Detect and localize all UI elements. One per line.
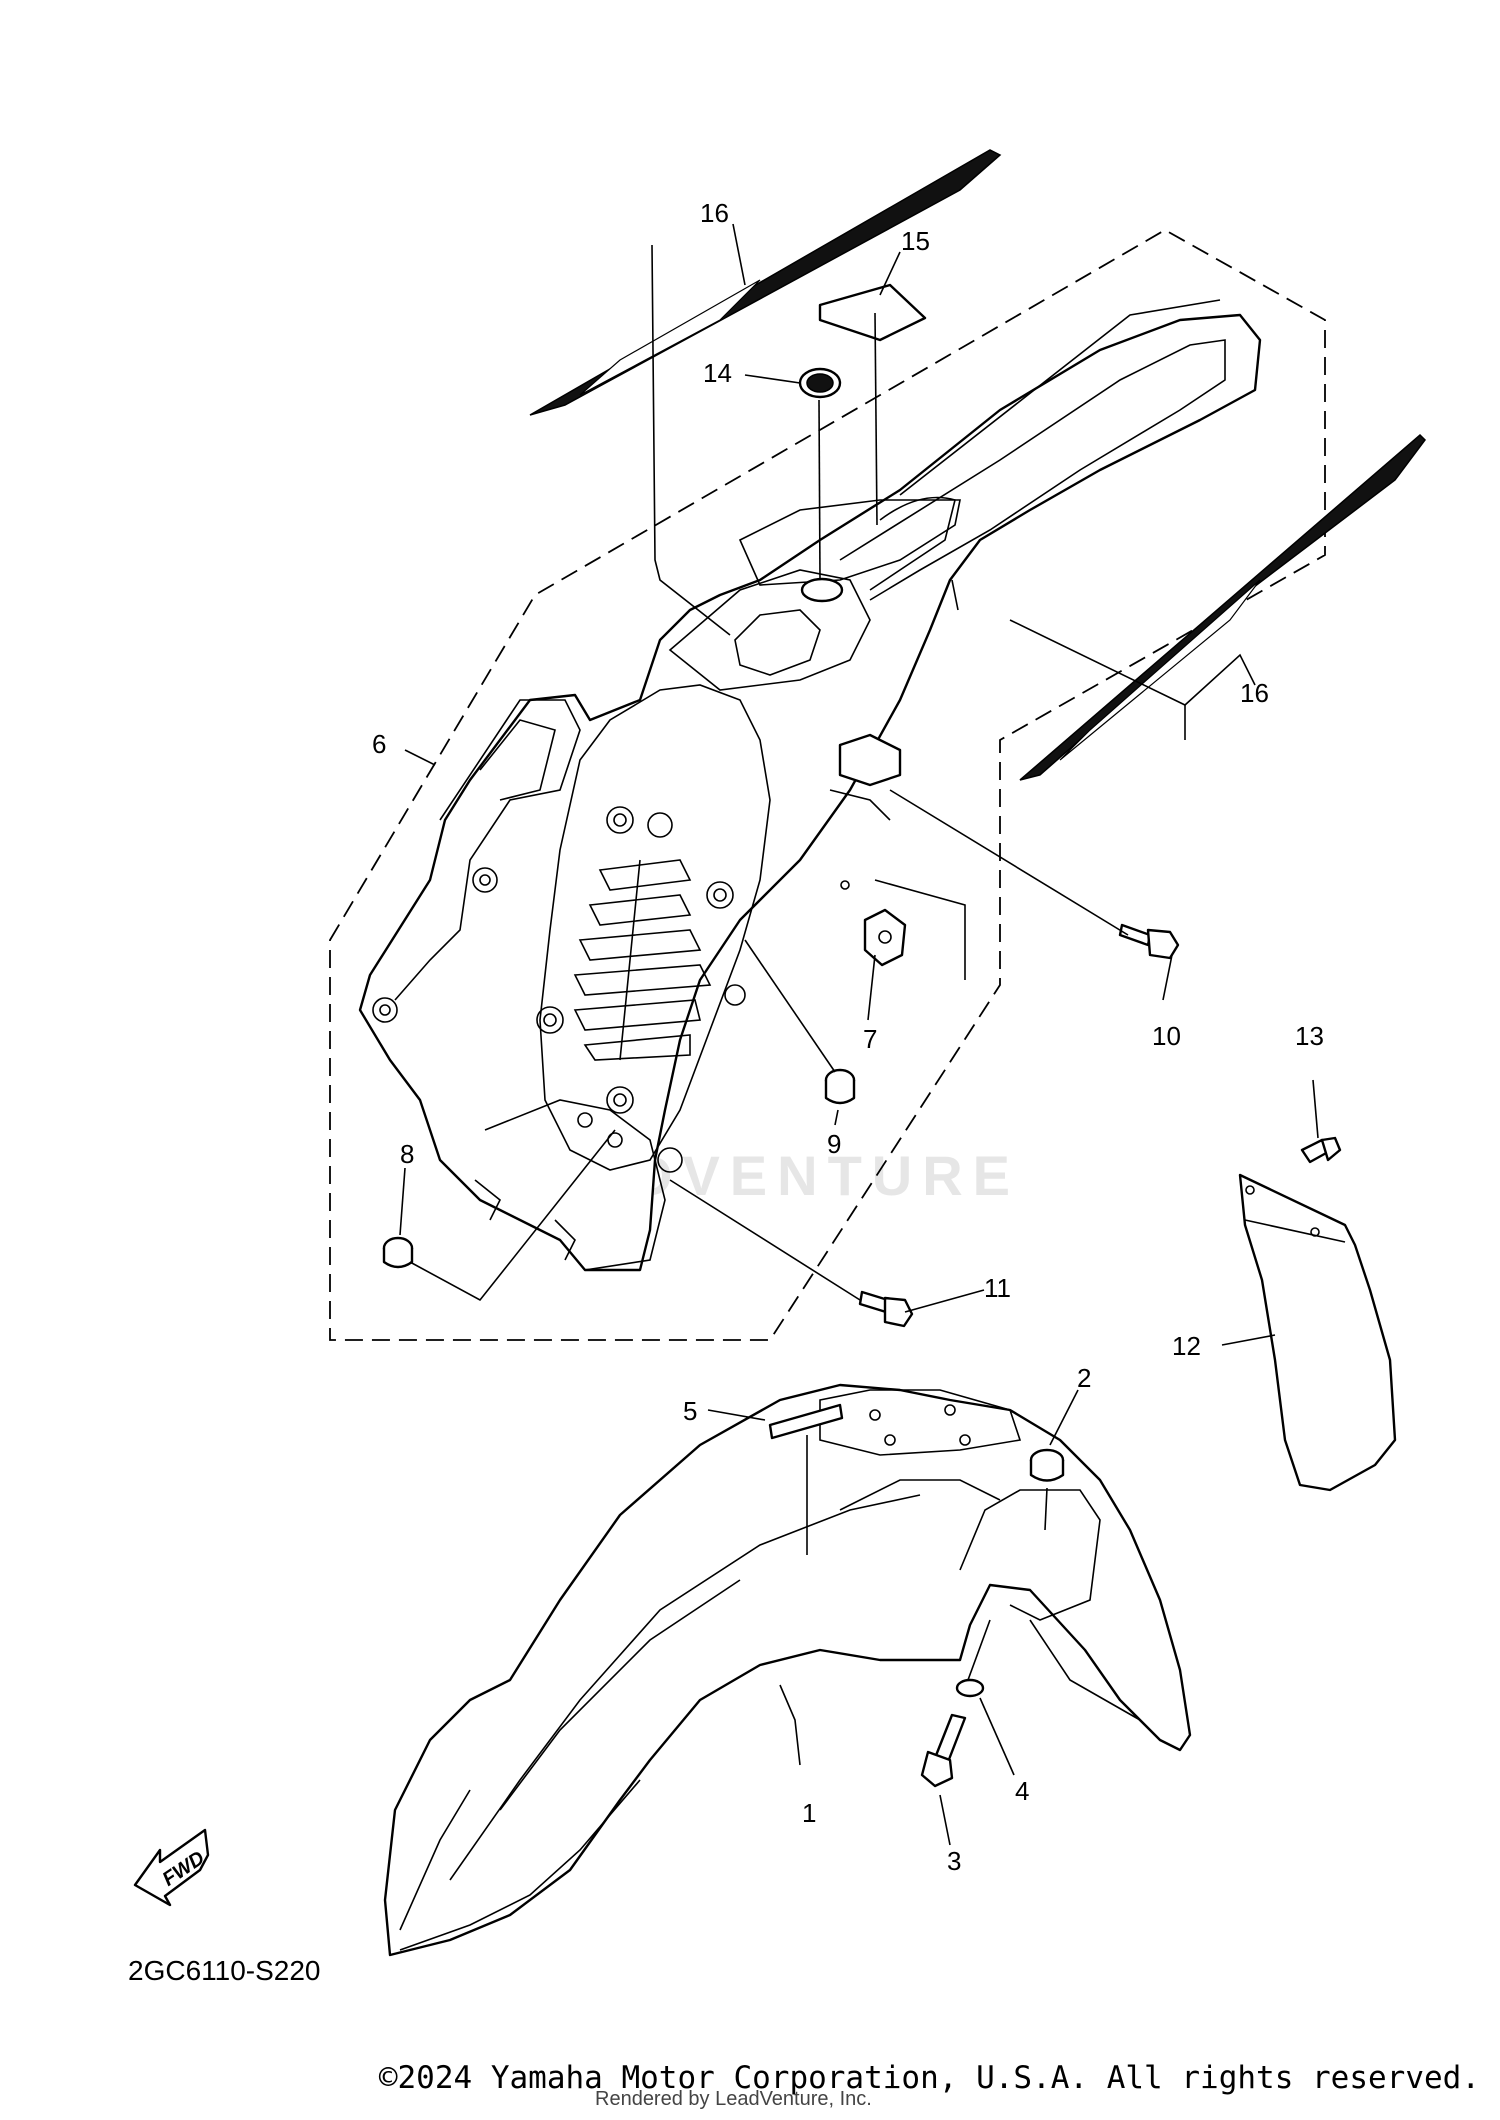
rear-fender [358, 299, 1262, 1272]
callout-1: 1 [802, 1798, 816, 1828]
leader-lines [399, 223, 1319, 1846]
callout-7: 7 [863, 1024, 877, 1054]
callout-10: 10 [1152, 1021, 1181, 1051]
assembly-outline [329, 228, 1326, 1341]
part-15-label [818, 283, 927, 342]
diagram-code: 2GC6110-S220 [128, 1955, 321, 1986]
callout-8: 8 [400, 1139, 414, 1169]
callout-9: 9 [827, 1129, 841, 1159]
part-13-screw [1300, 1136, 1342, 1164]
copyright-text: ©2024 Yamaha Motor Corporation, U.S.A. A… [378, 2060, 1480, 2096]
panel-area [738, 499, 961, 586]
callout-5: 5 [683, 1396, 697, 1426]
callout-2: 2 [1077, 1363, 1091, 1393]
part-3-bolt [920, 1713, 967, 1788]
callout-16-top: 16 [700, 198, 729, 228]
callout-3: 3 [947, 1846, 961, 1876]
part-1-front-fender [383, 1383, 1192, 1957]
part-2-grommet [1029, 1448, 1065, 1482]
part-16-decal-left [529, 149, 1002, 416]
callout-13: 13 [1295, 1021, 1324, 1051]
callout-15: 15 [901, 226, 930, 256]
part-8-washer [382, 1236, 414, 1269]
fwd-arrow-icon: FWD [133, 1828, 210, 1907]
callouts: 1 2 3 4 5 6 7 8 9 10 11 12 13 14 15 16 1… [372, 198, 1324, 1876]
part-4-washer [955, 1678, 985, 1698]
part-14-emblem [798, 367, 842, 399]
emblem-seat [800, 577, 844, 603]
callout-16-right: 16 [1240, 678, 1269, 708]
callout-12: 12 [1172, 1331, 1201, 1361]
part-16-decal-right [1019, 433, 1426, 781]
part-10-bolt [1118, 923, 1180, 960]
callout-14: 14 [703, 358, 732, 388]
rendered-by-text: Rendered by LeadVenture, Inc. [595, 2088, 872, 2110]
part-5-label [768, 1403, 844, 1440]
part-11-bolt [858, 1290, 914, 1328]
part-7-nut [863, 908, 907, 967]
part-9-grommet [824, 1068, 856, 1105]
callout-6: 6 [372, 729, 386, 759]
callout-11: 11 [984, 1273, 1011, 1303]
callout-4: 4 [1015, 1776, 1029, 1806]
part-12-mud-flap [1238, 1173, 1397, 1492]
